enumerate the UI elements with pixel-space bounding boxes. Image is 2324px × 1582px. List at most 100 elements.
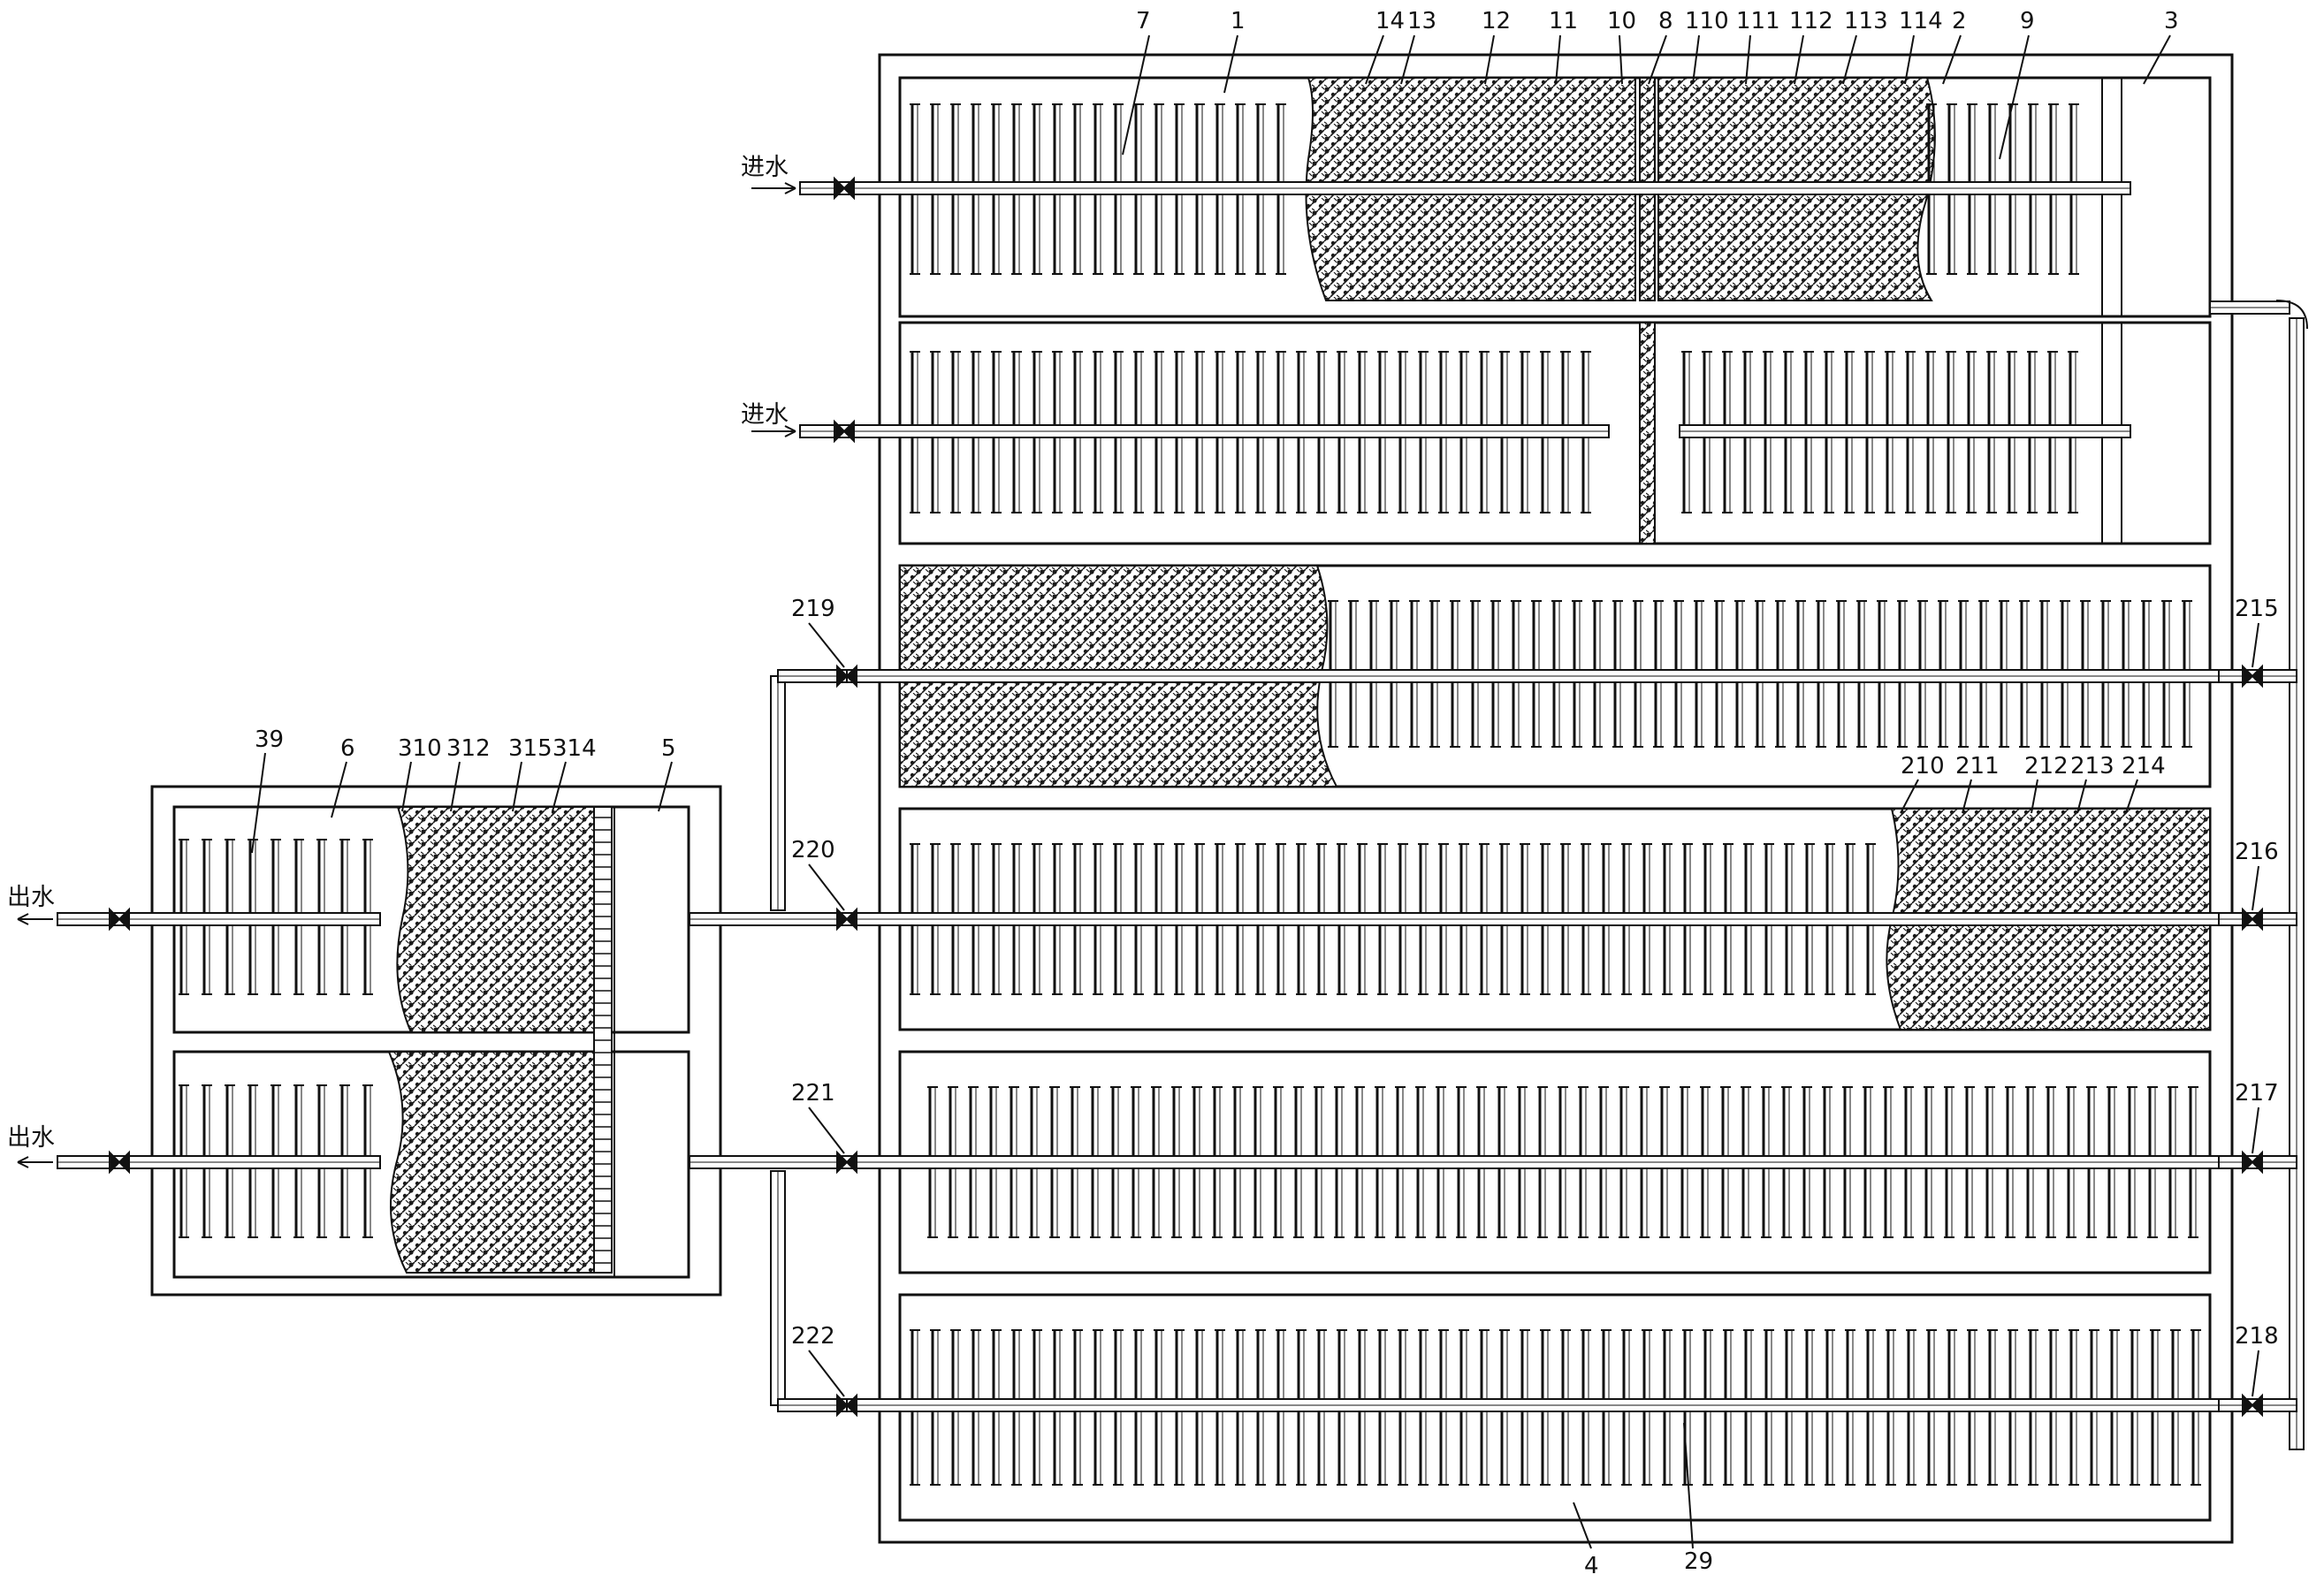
- callout-114: 114: [1899, 8, 1943, 34]
- leader-216: [2252, 865, 2259, 911]
- svg-text:出水: 出水: [7, 1124, 55, 1152]
- callout-212: 212: [2024, 753, 2069, 780]
- valve-222[interactable]: [836, 1393, 857, 1418]
- valve-219[interactable]: [836, 664, 857, 688]
- leader-315: [512, 761, 522, 812]
- outlet-label-1: 出水: [7, 884, 55, 911]
- outlet-valve-row-1[interactable]: [109, 907, 130, 932]
- callout-112: 112: [1789, 8, 1833, 34]
- callout-219: 219: [791, 596, 835, 622]
- leader-9: [1999, 34, 2030, 160]
- small-filter-media-row-2: [387, 1051, 595, 1274]
- leader-10: [1619, 34, 1623, 85]
- small-tank-frame: [150, 785, 722, 1297]
- callout-310: 310: [398, 735, 442, 762]
- svg-text:进水: 进水: [741, 401, 789, 429]
- valve-215[interactable]: [2242, 664, 2263, 688]
- left-connector-upper: [770, 675, 786, 911]
- collector-pipe-row-3: [804, 669, 2220, 683]
- inlet-arrow-1: [751, 182, 796, 194]
- callout-111: 111: [1736, 8, 1780, 34]
- callout-222: 222: [791, 1323, 835, 1350]
- callout-216: 216: [2235, 839, 2279, 865]
- leader-8: [1648, 34, 1667, 85]
- partition-8-row-2: [1639, 322, 1656, 544]
- valve-221[interactable]: [836, 1150, 857, 1175]
- inlet-pipe-row-2-right: [1679, 424, 2131, 438]
- leader-1: [1223, 34, 1238, 94]
- leader-13: [1400, 34, 1415, 85]
- callout-29: 29: [1684, 1548, 1713, 1575]
- leader-39: [251, 752, 266, 854]
- callout-221: 221: [791, 1080, 835, 1107]
- callout-211: 211: [1955, 753, 2000, 780]
- leader-113: [1842, 34, 1857, 85]
- callout-210: 210: [1901, 753, 1945, 780]
- callout-314: 314: [552, 735, 597, 762]
- leader-111: [1745, 34, 1751, 85]
- outlet-pipe-row-1: [57, 912, 381, 926]
- callout-8: 8: [1658, 8, 1673, 34]
- outlet-arrow-2: [17, 1156, 53, 1168]
- callout-2: 2: [1952, 8, 1967, 34]
- callout-214: 214: [2122, 753, 2166, 780]
- callout-1: 1: [1231, 8, 1246, 34]
- leader-110: [1692, 34, 1700, 85]
- collector-pipe-row-5: [689, 1155, 2220, 1169]
- outlet-pipe-row-2: [57, 1155, 381, 1169]
- leader-219: [808, 622, 845, 668]
- callout-315: 315: [508, 735, 552, 762]
- inlet-label-2: 进水: [741, 401, 789, 429]
- leader-213: [2076, 779, 2087, 814]
- main-tank-frame: [878, 53, 2234, 1544]
- leader-220: [808, 863, 845, 911]
- collector-pipe-row-6: [804, 1398, 2220, 1412]
- left-connector-lower: [770, 1170, 786, 1406]
- leader-211: [1962, 779, 1972, 814]
- riser-header-pipe: [2209, 300, 2290, 315]
- callout-215: 215: [2235, 596, 2279, 622]
- callout-7: 7: [1136, 8, 1151, 34]
- callout-217: 217: [2235, 1080, 2279, 1107]
- inlet-pipe-row-1: [799, 181, 2131, 195]
- callout-39: 39: [255, 726, 284, 753]
- leader-222: [808, 1350, 845, 1397]
- valve-220[interactable]: [836, 907, 857, 932]
- leader-3: [2143, 34, 2171, 85]
- leader-210: [1900, 779, 1919, 814]
- callout-113: 113: [1844, 8, 1888, 34]
- leader-11: [1555, 34, 1561, 85]
- left-elbow-222: [777, 1398, 848, 1412]
- valve-217[interactable]: [2242, 1150, 2263, 1175]
- callout-13: 13: [1407, 8, 1436, 34]
- outlet-label-2: 出水: [7, 1124, 55, 1152]
- leader-218: [2252, 1350, 2259, 1397]
- leader-221: [808, 1107, 845, 1154]
- callout-11: 11: [1549, 8, 1578, 34]
- small-filter-media-row-1: [396, 806, 595, 1033]
- leader-29: [1683, 1422, 1694, 1549]
- leader-217: [2252, 1107, 2259, 1154]
- callout-312: 312: [446, 735, 491, 762]
- svg-text:出水: 出水: [7, 884, 55, 911]
- inlet-valve-row-1[interactable]: [834, 176, 855, 201]
- right-riser-pipe: [2289, 317, 2305, 1450]
- inlet-valve-row-2[interactable]: [834, 419, 855, 444]
- leader-314: [552, 761, 567, 812]
- leader-215: [2252, 622, 2259, 668]
- outlet-valve-row-2[interactable]: [109, 1150, 130, 1175]
- callout-6: 6: [340, 735, 355, 762]
- outlet-arrow-1: [17, 913, 53, 925]
- callout-110: 110: [1685, 8, 1729, 34]
- svg-text:进水: 进水: [741, 154, 789, 181]
- callout-213: 213: [2070, 753, 2114, 780]
- inlet-pipe-row-2-left: [799, 424, 1610, 438]
- leader-114: [1904, 34, 1915, 85]
- callout-3: 3: [2164, 8, 2179, 34]
- leader-14: [1365, 34, 1384, 85]
- valve-218[interactable]: [2242, 1393, 2263, 1418]
- valve-216[interactable]: [2242, 907, 2263, 932]
- callout-5: 5: [661, 735, 676, 762]
- leader-6: [331, 761, 347, 818]
